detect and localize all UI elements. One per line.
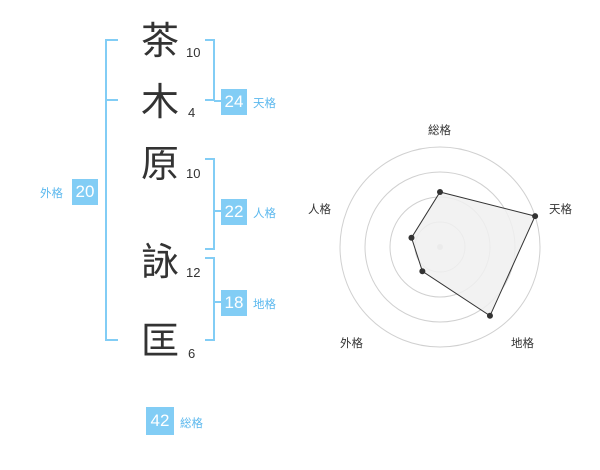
radar-point-3	[486, 312, 493, 319]
radar-point-2	[532, 213, 539, 220]
radar-axis-label-jinkaku: 人格	[308, 202, 331, 216]
jinkaku-badge: 22	[221, 199, 247, 225]
radar-point-4	[419, 268, 426, 275]
name-char-4: 詠	[141, 240, 180, 284]
tenkaku-badge: 24	[221, 89, 247, 115]
stroke-count-3: 10	[186, 166, 201, 181]
name-char-2: 木	[141, 80, 180, 124]
radar-ring	[339, 146, 541, 348]
stroke-count-2: 4	[188, 105, 196, 120]
stroke-count-1: 10	[186, 45, 201, 60]
stroke-count-5: 6	[188, 346, 196, 361]
chikaku-label: 地格	[253, 297, 276, 311]
radar-axis-label-gaikaku: 外格	[340, 336, 363, 350]
radar-axis-label-tenkaku: 天格	[549, 202, 572, 216]
radar-point-1	[437, 189, 443, 195]
name-char-5: 匡	[141, 319, 180, 363]
tenkaku-bracket	[205, 39, 215, 101]
gaikaku-bracket	[105, 39, 118, 341]
radar-chart	[339, 146, 541, 348]
stroke-count-4: 12	[186, 265, 201, 280]
radar-axis-label-soukaku: 総格	[428, 123, 451, 137]
name-char-1: 茶	[141, 19, 180, 63]
gaikaku-badge: 20	[72, 179, 98, 205]
chikaku-badge: 18	[221, 290, 247, 316]
jinkaku-label: 人格	[253, 206, 276, 220]
name-char-3: 原	[141, 142, 180, 186]
radar-point-5	[408, 234, 415, 241]
soukaku-badge: 42	[146, 407, 174, 435]
tenkaku-label: 天格	[253, 96, 276, 110]
gaikaku-label: 外格	[40, 186, 63, 200]
soukaku-label: 総格	[180, 416, 203, 430]
radar-axis-label-chikaku: 地格	[511, 336, 534, 350]
chikaku-bracket	[205, 257, 215, 341]
jinkaku-bracket	[205, 158, 215, 250]
radar-polygon	[410, 191, 536, 317]
